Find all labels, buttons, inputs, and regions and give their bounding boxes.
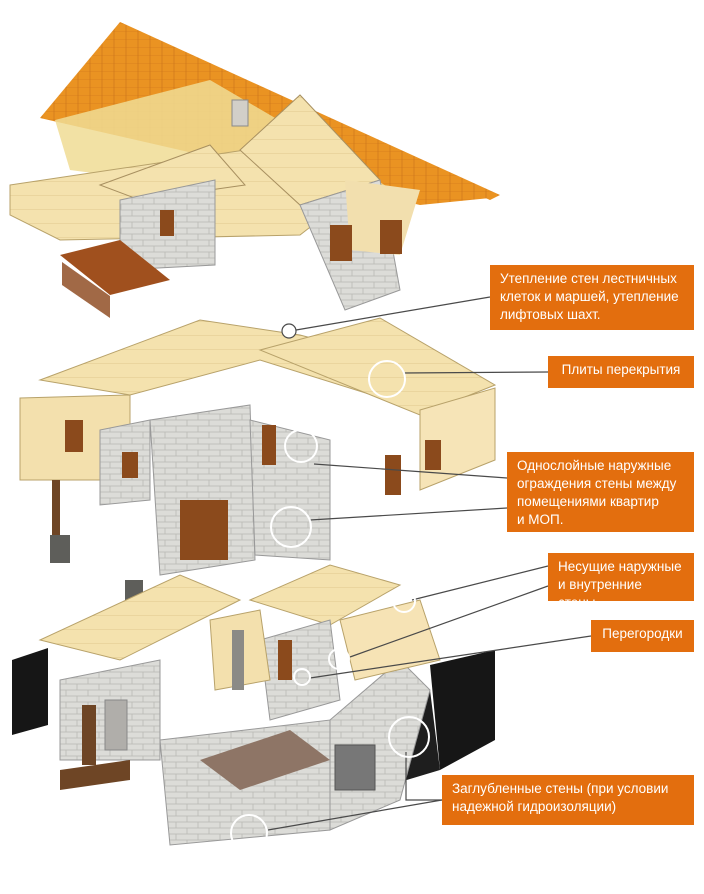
callout-line: лифтовых шахт. xyxy=(500,307,601,322)
second-floor-level xyxy=(19,317,497,608)
basement-wall-left xyxy=(12,648,48,735)
callout-load-bearing-walls: Несущие наружные и внутренние стены. xyxy=(548,553,694,610)
floor-slab-right xyxy=(258,317,497,416)
callout-line: Однослойные наружные xyxy=(517,458,672,473)
column-block xyxy=(334,744,376,791)
basement-floor-strip xyxy=(60,760,130,790)
column-block xyxy=(104,699,128,751)
balcony-floor xyxy=(60,240,170,295)
chimney xyxy=(231,99,249,127)
callout-line: Плиты перекрытия xyxy=(561,362,681,377)
window xyxy=(330,225,352,261)
marker-circle xyxy=(328,648,350,670)
block-wall xyxy=(149,404,256,576)
marker-circle xyxy=(392,589,416,613)
callout-line: Утепление стен лестничных xyxy=(500,271,677,286)
callout-line: Перегородки xyxy=(602,626,683,641)
marker-circle xyxy=(388,716,430,758)
window xyxy=(122,452,138,478)
callout-line: Заглубленные стены (при условии xyxy=(452,781,669,796)
column-block xyxy=(50,535,70,563)
callout-line: помещениями квартир xyxy=(517,494,659,509)
support-pillar xyxy=(52,480,60,540)
window xyxy=(160,210,174,236)
callout-single-layer-walls: Однослойные наружные ограждения стены ме… xyxy=(507,452,694,532)
callout-line: Несущие наружные xyxy=(558,559,682,574)
callout-line: и внутренние стены. xyxy=(558,577,642,610)
callout-line: клеток и маршей, утепление xyxy=(500,289,679,304)
marker-circle xyxy=(368,360,406,398)
column-block xyxy=(232,630,244,690)
callout-line: надежной гидроизоляции) xyxy=(452,799,617,814)
callout-floor-slabs: Плиты перекрытия xyxy=(548,356,694,388)
callout-line: ограждения стены между xyxy=(517,476,677,491)
callout-partitions: Перегородки xyxy=(591,620,694,652)
marker-circle xyxy=(293,668,311,686)
window xyxy=(65,420,83,452)
window xyxy=(425,440,441,470)
marker-circle xyxy=(270,506,312,548)
floor-slab-lower-right xyxy=(248,564,402,626)
basement-wall-right xyxy=(430,650,495,770)
window xyxy=(380,220,402,254)
window xyxy=(180,500,228,560)
support-pillar xyxy=(82,705,96,765)
callout-stairwell-insulation: Утепление стен лестничных клеток и марше… xyxy=(490,265,694,330)
marker-circle xyxy=(281,323,297,339)
marker-circle xyxy=(230,814,268,852)
cream-wall xyxy=(339,599,441,681)
interior-floor xyxy=(200,730,330,790)
callout-line: и МОП. xyxy=(517,512,564,527)
door xyxy=(278,640,292,680)
balcony-rail xyxy=(62,262,110,318)
floor-slab-lower xyxy=(38,574,242,661)
ground-floor-level xyxy=(12,564,495,846)
callout-buried-walls: Заглубленные стены (при условии надежной… xyxy=(442,775,694,825)
leader-lines xyxy=(230,296,592,852)
window xyxy=(385,455,401,495)
marker-circle xyxy=(284,429,318,463)
roof-level xyxy=(9,22,500,318)
door xyxy=(262,425,276,465)
